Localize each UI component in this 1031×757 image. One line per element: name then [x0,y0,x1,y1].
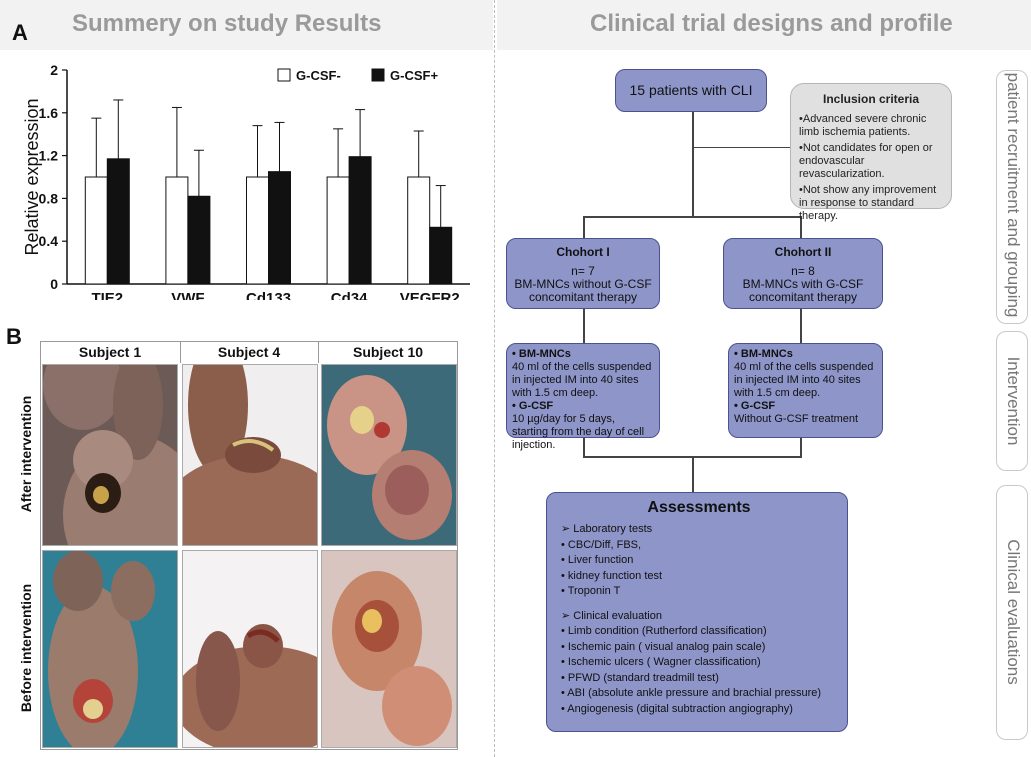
lab-test-item: • Liver function [561,554,634,566]
bar-gcsf-minus [407,176,431,285]
lab-tests-heading: ➢ Laboratory tests [561,523,653,535]
clinical-item: • Ischemic ulcers ( Wagner classificatio… [561,656,761,668]
side-tab-clinical: Clinical evaluations [996,485,1028,740]
y-tick-label: 0.4 [39,233,59,249]
panel-a-title: Summery on study Results [72,10,382,37]
x-tick-label: VEGFR2 [400,290,460,300]
intervention-2-node: • BM-MNCs 40 ml of the cells suspended i… [728,343,883,438]
lab-test-item: • CBC/Diff, FBS, [561,538,642,551]
y-tick-label: 0 [50,276,58,292]
bar-gcsf-plus [348,156,372,285]
intervention-2-gcsf-head: • G-CSF [734,400,776,412]
x-tick-label: Cd34 [331,290,368,300]
x-tick-label: VWF [171,290,204,300]
panel-b-letter: B [6,324,22,349]
photo-subject-1-before [42,550,178,748]
x-tick-label: TIE2 [91,290,123,300]
photo-subject-10-after [321,364,457,546]
clinical-item: • Limb condition (Rutherford classificat… [561,625,767,637]
inclusion-item: •Not candidates for open or endovascular… [799,142,933,180]
cohort-1-desc: BM-MNCs without G-CSF concomitant therap… [514,277,652,304]
y-tick-label: 2 [50,62,58,78]
lab-test-item: • kidney function test [561,569,663,582]
assessments-title: Assessments [647,499,751,516]
inclusion-item: •Advanced severe chronic limb ischemia p… [799,113,927,138]
photo-subject-1-after [42,364,178,546]
column-header-subject-10: Subject 10 [352,344,424,360]
row-header-after: After intervention [18,395,34,513]
photo-subject-4-before [182,550,318,748]
y-tick-label: 1.6 [39,105,59,121]
intervention-2-gcsf-text: Without G-CSF treatment [734,413,859,425]
intervention-2-bmmnc-head: • BM-MNCs [734,348,793,360]
bar-gcsf-plus [429,226,453,285]
legend-label: G-CSF+ [390,68,438,83]
bar-gcsf-minus [326,176,350,285]
intervention-1-gcsf-head: • G-CSF [512,400,554,412]
inclusion-criteria-box: Inclusion criteria •Advanced severe chro… [790,83,952,222]
y-tick-label: 1.2 [39,148,59,164]
column-header-subject-4: Subject 4 [217,344,281,360]
bar-gcsf-plus [268,171,291,285]
assessments-node: Assessments ➢ Laboratory tests • CBC/Dif… [546,492,848,732]
side-tab-intervention: Intervention [996,331,1028,471]
clinical-item: • PFWD (standard treadmill test) [561,671,719,684]
bar-gcsf-plus [106,158,130,285]
cohort-2-title: Chohort II [774,245,832,259]
clinical-evaluation-heading: ➢ Clinical evaluation [561,609,662,622]
cohort-2-node: Chohort II n= 8 BM-MNCs with G-CSF conco… [723,238,883,309]
photo-grid: Subject 1 Subject 4 Subject 10 [40,341,458,750]
left-header-bar [0,0,493,50]
panel-a-letter: A [12,20,28,45]
clinical-item: • Ischemic pain ( visual analog pain sca… [561,640,766,653]
cohort-2-desc: BM-MNCs with G-CSF concomitant therapy [742,277,864,304]
bar-gcsf-plus [187,195,211,285]
clinical-item: • ABI (absolute ankle pressure and brach… [561,687,822,699]
intervention-1-bmmnc-text: 40 ml of the cells suspended in injected… [512,361,652,399]
cohort-1-title: Chohort I [556,245,610,259]
column-header-subject-1: Subject 1 [78,344,142,360]
cohort-1-n: n= 7 [571,264,595,278]
x-tick-label: Cd133 [246,290,291,300]
photo-subject-4-after [182,364,318,546]
clinical-item: • Angiogenesis (digital subtraction angi… [561,702,793,715]
intervention-1-gcsf-text: 10 µg/day for 5 days, starting from the … [512,413,645,451]
legend-label: G-CSF- [296,68,341,83]
photo-subject-10-before [321,550,457,748]
intervention-2-bmmnc-text: 40 ml of the cells suspended in injected… [734,361,874,399]
bar-gcsf-minus [246,176,269,285]
cohort-2-n: n= 8 [791,264,815,278]
patients-node: 15 patients with CLI [615,69,767,112]
y-tick-label: 0.8 [39,190,59,206]
bar-gcsf-minus [165,176,189,285]
right-header-bar [497,0,1031,50]
side-tab-recruitment: patient recruitment and grouping [996,70,1028,324]
side-tab-intervention-label: Intervention [1004,356,1023,446]
inclusion-item: •Not show any improvement in response to… [799,184,937,222]
inclusion-criteria-title: Inclusion criteria [822,92,920,106]
side-tab-recruitment-label: patient recruitment and grouping [1004,72,1023,318]
side-tab-clinical-label: Clinical evaluations [1004,539,1023,685]
intervention-1-bmmnc-head: • BM-MNCs [512,348,571,360]
intervention-1-node: • BM-MNCs 40 ml of the cells suspended i… [506,343,660,451]
row-header-before: Before intervention [18,583,34,713]
lab-test-item: • Troponin T [561,585,621,597]
legend-swatch [277,68,291,82]
bar-gcsf-minus [84,176,108,285]
legend-swatch [371,68,385,82]
y-axis-label: Relative expression [22,98,42,255]
cohort-1-node: Chohort I n= 7 BM-MNCs without G-CSF con… [506,238,660,309]
panel-divider [494,0,495,757]
right-panel-title: Clinical trial designs and profile [590,10,953,37]
